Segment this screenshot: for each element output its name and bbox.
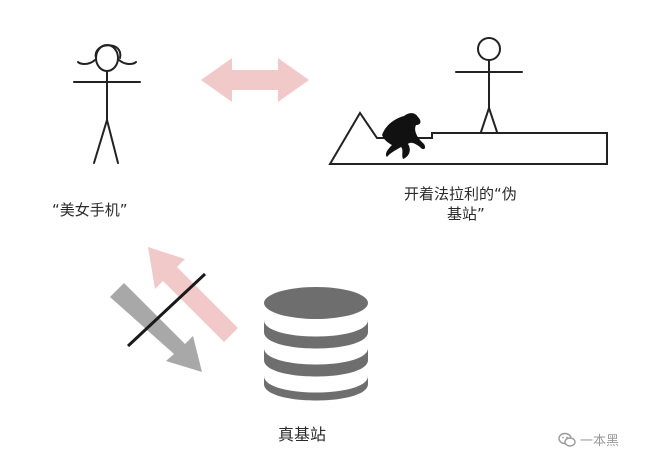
- watermark-text: 一本黑: [580, 434, 620, 449]
- database-ring-3: [264, 376, 368, 401]
- database-ring-2: [264, 348, 368, 377]
- fake-station-label-line1: 开着法拉利的“伪: [404, 185, 517, 203]
- database-icon: [264, 287, 368, 401]
- real-station-label: 真基站: [278, 425, 327, 444]
- phone-girl-figure: [73, 44, 141, 164]
- database-top: [264, 287, 368, 319]
- fake-station-label-line2: 基站”: [447, 205, 485, 223]
- girl-pigtail-right: [118, 59, 137, 65]
- ferrari-car-outline: [328, 111, 608, 165]
- man-leg-left: [480, 107, 490, 133]
- ferrari-horse-logo: [382, 113, 426, 159]
- wechat-icon: [558, 432, 576, 447]
- crossed-arrows: [110, 247, 238, 372]
- watermark: 一本黑: [558, 430, 619, 449]
- man-leg-right: [488, 107, 498, 133]
- pink-up-arrow: [148, 247, 238, 342]
- fake-station-figure: [328, 37, 608, 165]
- block-slash: [126, 272, 207, 348]
- girl-pigtail-left: [77, 59, 96, 65]
- bidirectional-arrow: [201, 58, 309, 102]
- gray-down-arrow: [110, 283, 202, 372]
- girl-leg-right: [106, 119, 119, 164]
- girl-head: [95, 44, 119, 72]
- double-arrow-pink: [201, 58, 309, 102]
- database-ring-1: [264, 320, 368, 349]
- man-head: [477, 37, 501, 61]
- girl-leg-left: [93, 119, 108, 164]
- phone-label: “美女手机”: [52, 201, 128, 219]
- prancing-horse-icon: [382, 113, 426, 159]
